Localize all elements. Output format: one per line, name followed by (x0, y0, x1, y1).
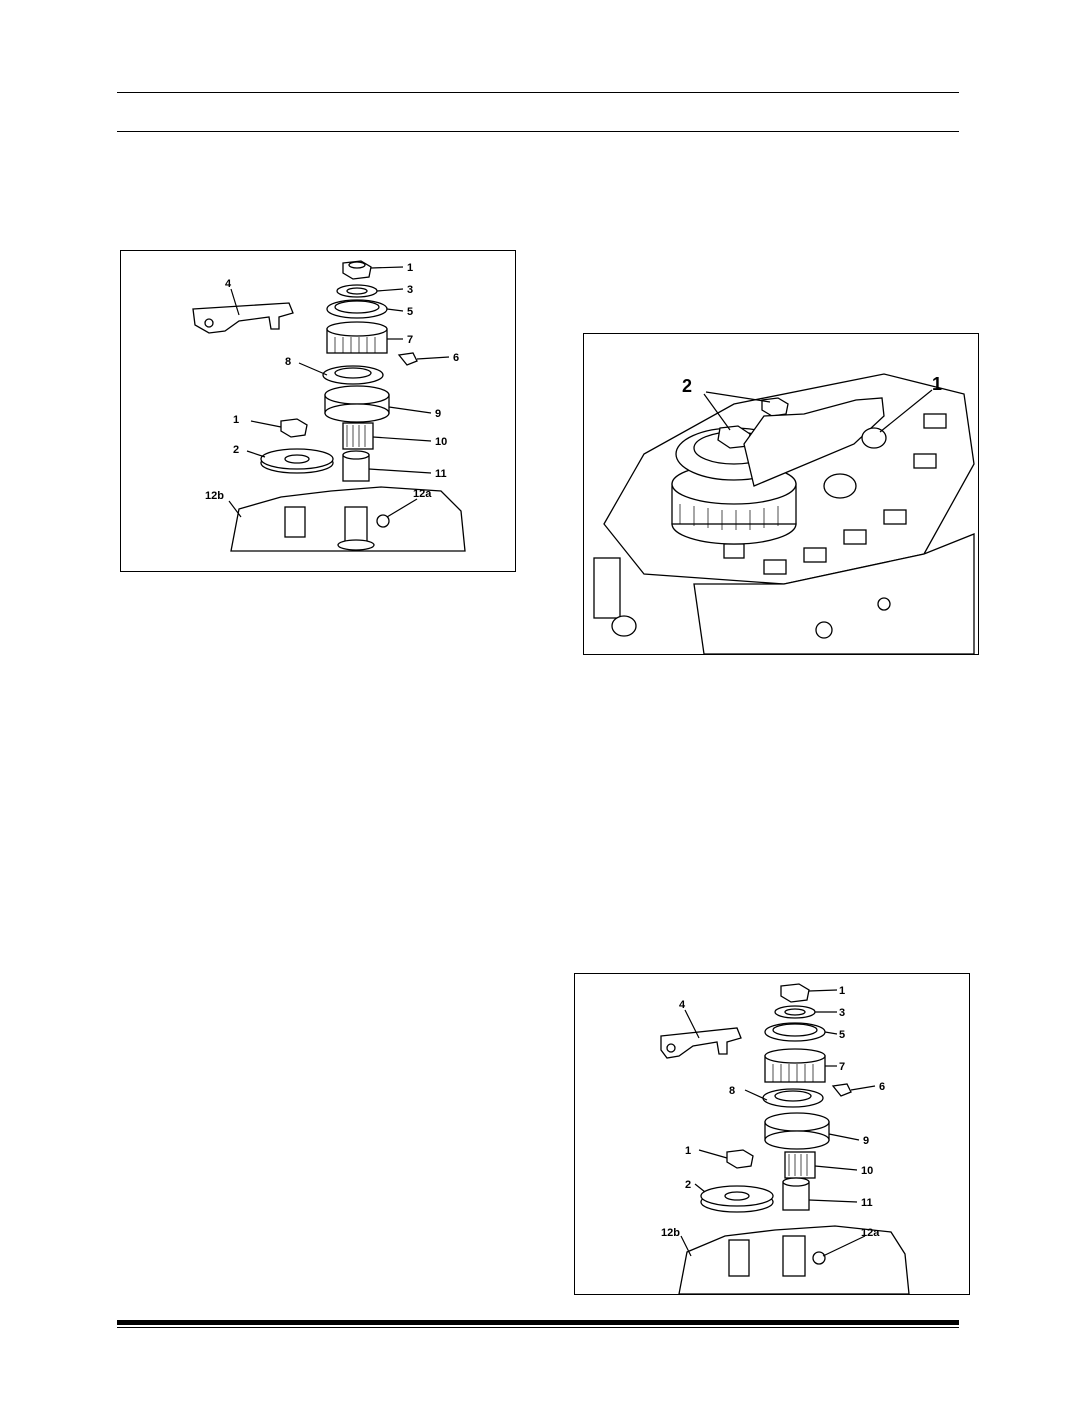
exploded-gear-assembly-drawing-repeat: 1 3 4 5 7 6 8 9 1 10 2 11 12b 12a (660, 983, 910, 1294)
callout-1: 1 (932, 374, 942, 394)
footer-rule-thin (117, 1327, 959, 1328)
callout-11: 11 (861, 1197, 873, 1209)
callout-7: 7 (839, 1061, 845, 1073)
callout-1-left: 1 (233, 414, 239, 426)
callout-2: 2 (682, 376, 692, 396)
callout-12a: 12a (413, 488, 432, 500)
callout-8: 8 (729, 1085, 735, 1097)
callout-12b: 12b (205, 490, 224, 502)
exploded-gear-assembly-figure: 1 3 4 5 7 6 8 9 1 10 2 11 12b 12a (120, 250, 516, 572)
header-rule-bottom (117, 131, 959, 132)
callout-4: 4 (225, 278, 232, 290)
callout-1-top: 1 (839, 985, 845, 997)
callout-12b: 12b (661, 1227, 680, 1239)
footer-rule-thick (117, 1320, 959, 1325)
callout-6: 6 (879, 1081, 885, 1093)
callout-9: 9 (435, 408, 441, 420)
callout-8: 8 (285, 356, 291, 368)
callout-10: 10 (435, 436, 447, 448)
tool-installation-figure: 2 1 (583, 333, 979, 655)
callout-3: 3 (407, 284, 413, 296)
tool-installation-drawing: 2 1 (593, 373, 975, 654)
callout-1-left: 1 (685, 1145, 691, 1157)
callout-7: 7 (407, 334, 413, 346)
callout-3: 3 (839, 1007, 845, 1019)
callout-1-top: 1 (407, 262, 413, 274)
exploded-gear-assembly-drawing: 1 3 4 5 7 6 8 9 1 10 2 11 12b 12a (192, 260, 466, 552)
callout-9: 9 (863, 1135, 869, 1147)
callout-4: 4 (679, 999, 686, 1011)
callout-10: 10 (861, 1165, 873, 1177)
callout-5: 5 (839, 1029, 845, 1041)
callout-6: 6 (453, 352, 459, 364)
callout-2: 2 (685, 1179, 691, 1191)
callout-11: 11 (435, 468, 447, 480)
callout-12a: 12a (861, 1227, 880, 1239)
exploded-gear-assembly-figure-repeat: 1 3 4 5 7 6 8 9 1 10 2 11 12b 12a (574, 973, 970, 1295)
header-rule-top (117, 92, 959, 93)
callout-5: 5 (407, 306, 413, 318)
callout-2: 2 (233, 444, 239, 456)
